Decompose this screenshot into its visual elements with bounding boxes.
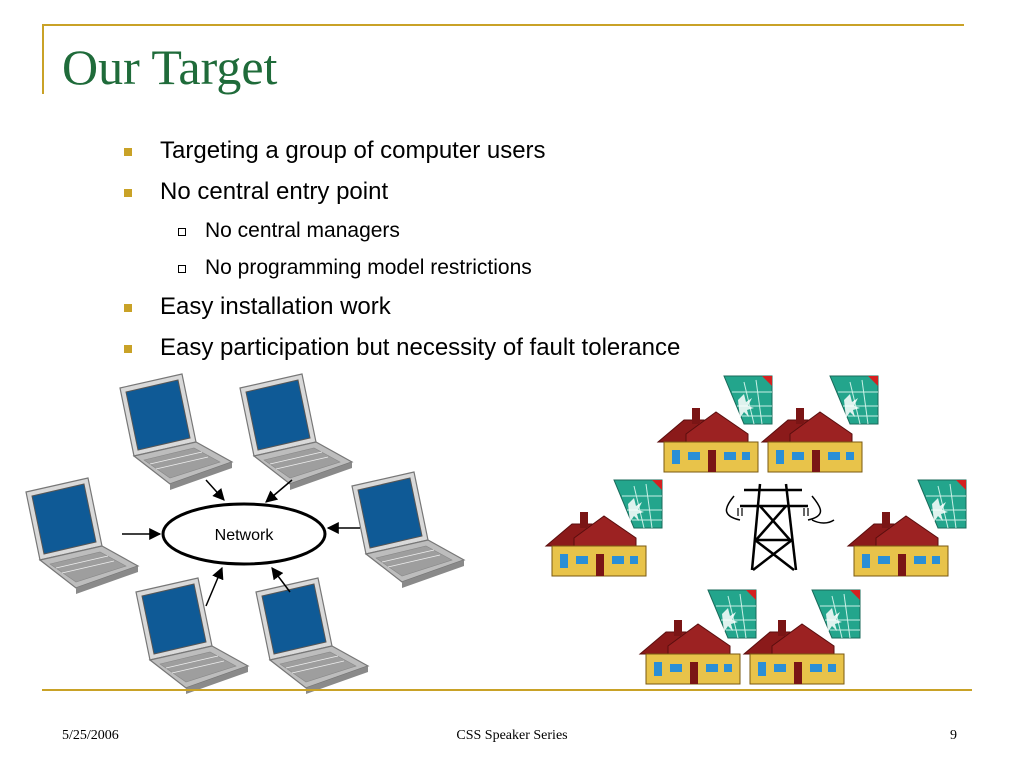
footer-rule xyxy=(42,689,972,691)
hollow-square-bullet-icon xyxy=(178,265,186,273)
square-bullet-icon xyxy=(124,148,132,156)
house-icon xyxy=(847,511,949,577)
arrow xyxy=(271,567,291,593)
network-ellipse xyxy=(161,502,327,566)
hollow-square-bullet-icon xyxy=(178,228,186,236)
frame-left-rule xyxy=(42,24,44,94)
bullet-item: Easy participation but necessity of faul… xyxy=(124,333,680,363)
bullet-text: Targeting a group of computer users xyxy=(160,137,546,164)
laptop-icon xyxy=(351,471,465,589)
square-bullet-icon xyxy=(124,304,132,312)
sub-bullet-text: No central managers xyxy=(205,219,400,242)
laptop-icon xyxy=(25,477,139,595)
solar-panel-icon xyxy=(707,589,757,639)
bullet-text: No central entry point xyxy=(160,178,389,205)
bullet-text: Easy installation work xyxy=(160,293,391,320)
bullet-item: Targeting a group of computer users xyxy=(124,136,680,166)
square-bullet-icon xyxy=(124,345,132,353)
square-bullet-icon xyxy=(124,189,132,197)
footer-title: CSS Speaker Series xyxy=(456,728,568,743)
sub-bullet-item: No central managers xyxy=(124,218,680,244)
arrow xyxy=(265,479,293,503)
bullet-text: Easy participation but necessity of faul… xyxy=(160,334,681,361)
network-label: Network xyxy=(215,527,275,544)
laptop-icon xyxy=(135,577,249,695)
sub-bullet-item: No programming model restrictions xyxy=(124,255,680,281)
solar-panel-icon xyxy=(829,375,879,425)
frame-top-rule xyxy=(42,24,964,26)
solar-panel-icon xyxy=(917,479,967,529)
laptop-icon xyxy=(119,373,233,491)
power-tower-icon xyxy=(725,483,835,571)
arrow xyxy=(205,566,224,607)
laptop-icon xyxy=(255,577,369,695)
bullet-list: Targeting a group of computer users No c… xyxy=(124,136,680,374)
slide-title: Our Target xyxy=(62,39,278,95)
laptop-icon xyxy=(239,373,353,491)
bullet-item: No central entry point xyxy=(124,177,680,207)
solar-panel-icon xyxy=(723,375,773,425)
footer-date: 5/25/2006 xyxy=(62,728,119,743)
solar-panel-icon xyxy=(613,479,663,529)
solar-panel-icon xyxy=(811,589,861,639)
sub-bullet-text: No programming model restrictions xyxy=(205,256,532,279)
page-number: 9 xyxy=(950,728,957,743)
arrow xyxy=(205,479,225,501)
bullet-item: Easy installation work xyxy=(124,292,680,322)
